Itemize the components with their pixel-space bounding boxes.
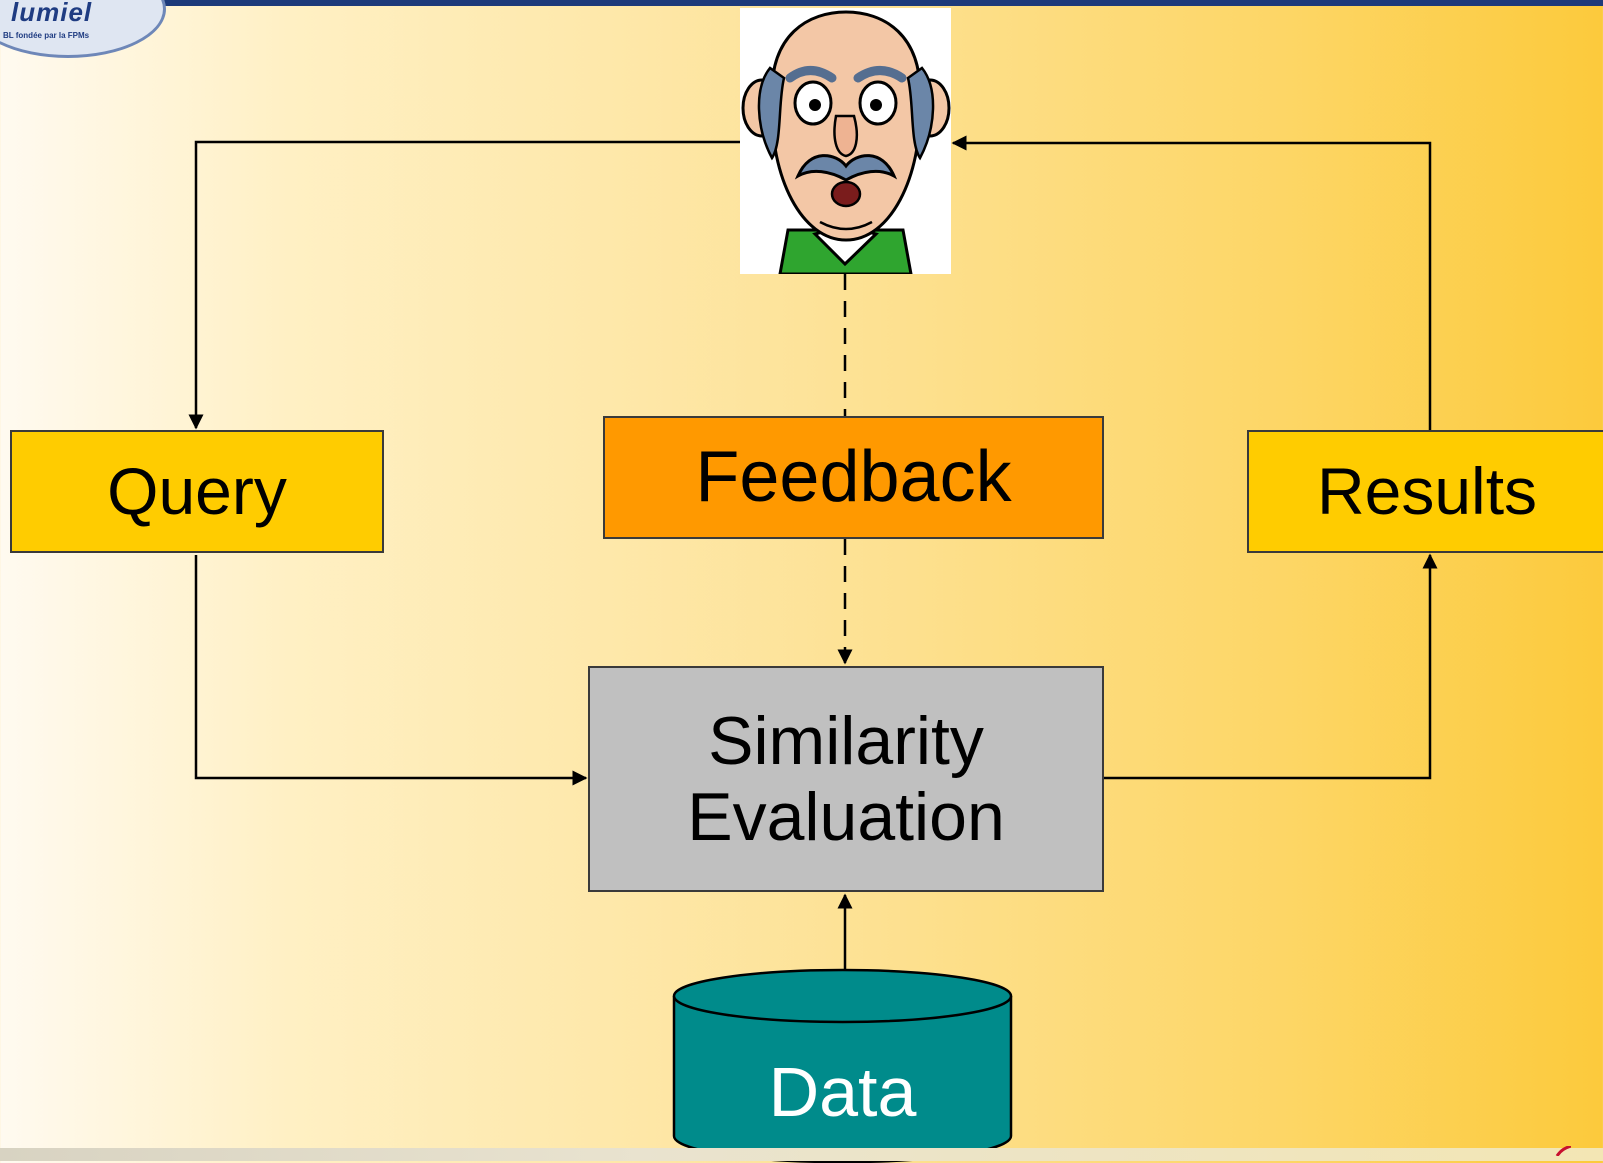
edge-user-to-query [188, 140, 740, 430]
similarity-evaluation-box: Similarity Evaluation [588, 666, 1104, 892]
data-cylinder [672, 968, 1013, 1163]
logo-wordmark: lumiel [11, 0, 93, 27]
results-box: Results [1247, 430, 1603, 553]
edge-results-to-user [951, 135, 1432, 430]
cartoon-old-man-icon [741, 10, 951, 276]
edge-similarity-to-results [1104, 553, 1438, 780]
brand-mark-icon [1555, 1146, 1571, 1156]
results-label: Results [1316, 453, 1538, 528]
feedback-label: Feedback [695, 437, 1012, 518]
footer-strip [0, 1148, 1603, 1161]
query-label: Query [107, 453, 287, 528]
logo-subtitle: BL fondée par la FPMs [3, 31, 90, 40]
feedback-box: Feedback [603, 416, 1104, 539]
top-bar [0, 0, 1603, 6]
user-avatar [740, 8, 951, 276]
query-box: Query [10, 430, 384, 553]
similarity-evaluation-label: Similarity Evaluation [687, 702, 1005, 855]
data-label: Data [768, 1053, 917, 1131]
edge-query-to-similarity [194, 555, 588, 786]
